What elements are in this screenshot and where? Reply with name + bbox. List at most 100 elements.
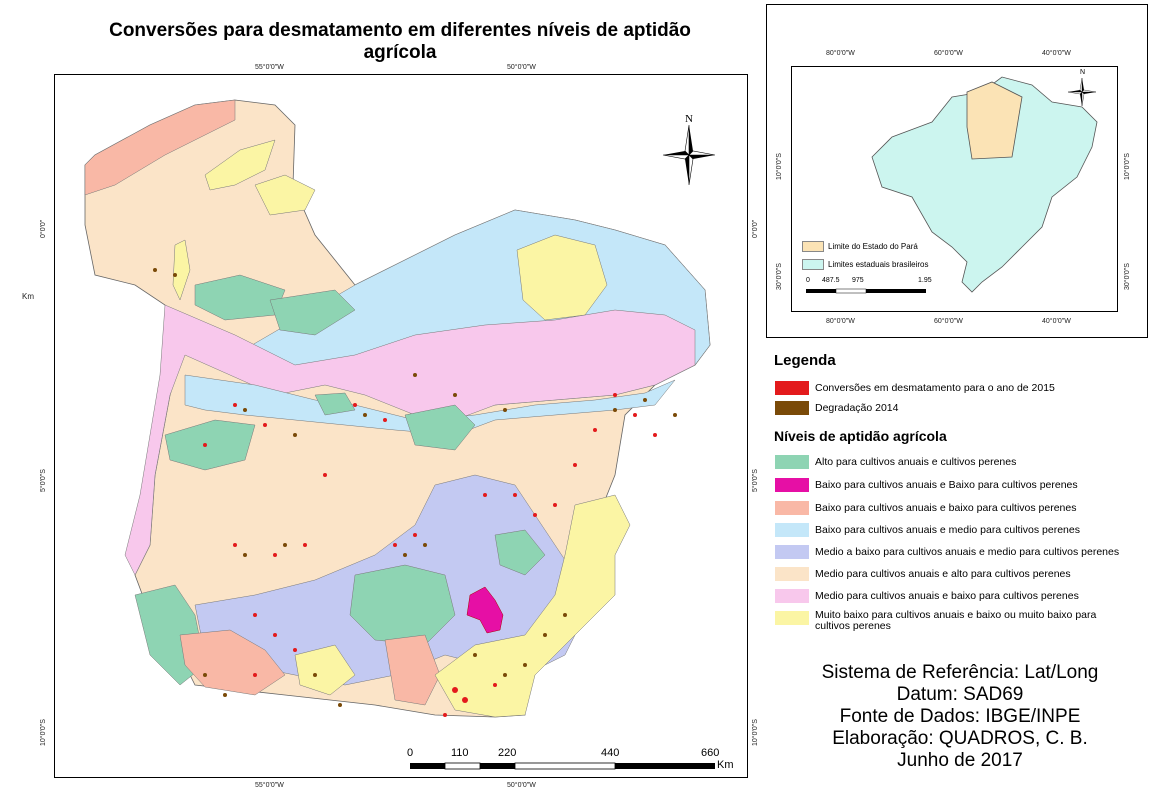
legend-label-class-0: Alto para cultivos anuais e cultivos per… [815,456,1017,468]
legend-label-class-4: Medio a baixo para cultivos anuais e med… [815,546,1120,558]
legend-swatch-class-2 [775,501,809,515]
legend-class-1: Baixo para cultivos anuais e Baixo para … [775,477,1078,493]
info-datum: Datum: SAD69 [896,684,1024,705]
legend-label-deforestation: Conversões em desmatamento para o ano de… [815,382,1055,394]
inset-legend-label-brazil: Limites estaduais brasileiros [828,260,929,269]
legend-title: Legenda [774,352,836,369]
legend-subtitle: Níveis de aptidão agrícola [774,428,947,444]
legend-swatch-class-0 [775,455,809,469]
region-alto-mid3 [314,392,356,416]
legend-class-3: Baixo para cultivos anuais e medio para … [775,522,1080,538]
degradation-points [153,268,677,707]
scale-bar [410,762,715,770]
info-date: Junho de 2017 [897,750,1023,771]
legend-class-2: Baixo para cultivos anuais e baixo para … [775,500,1077,516]
region-baixo-medio-mid [184,374,676,436]
para-map [84,99,716,770]
region-baixo-baixo-nw [84,99,236,196]
inset-top-tick-80w: 80°0'0"W [826,50,855,57]
para-state [966,81,1023,160]
main-right-tick-0: 0°0'0" [752,219,759,238]
info-data-source: Fonte de Dados: IBGE/INPE [839,706,1081,727]
map-title: Conversões para desmatamento em diferent… [40,20,760,64]
legend-swatch-class-6 [775,589,809,603]
region-baixo-baixo-s2 [384,634,441,706]
main-north-label: N [685,113,693,125]
main-top-tick-50w: 50°0'0"W [507,64,536,71]
legend-item-degradation: Degradação 2014 [775,400,898,416]
inset-legend-item-brazil: Limites estaduais brasileiros [802,259,929,270]
inset-scale-195: 1.95 [918,277,932,284]
inset-scale-975: 975 [852,277,864,284]
region-alto-n2 [269,289,356,336]
legend-swatch-class-3 [775,523,809,537]
region-muito-baixo-s [294,644,356,696]
legend-swatch-class-7 [775,611,809,625]
inset-north-label: N [1080,69,1086,76]
main-scale-660: 660 [701,747,720,759]
inset-legend-swatch-para [802,241,824,252]
legend-label-class-7-line2: cultivos perenes [815,620,891,632]
info-author: Elaboração: QUADROS, C. B. [832,728,1088,749]
region-alto-s1 [349,564,456,646]
inset-top-tick-40w: 40°0'0"W [1042,50,1071,57]
main-km-label: Km [22,292,34,301]
legend-label-class-6: Medio para cultivos anuais e baixo para … [815,590,1079,602]
legend-class-4: Medio a baixo para cultivos anuais e med… [775,544,1119,560]
region-baixo-baixo-s1 [179,629,286,696]
legend-class-7: Muito baixo para cultivos anuais e baixo… [775,610,1096,636]
region-baixo-baixo-magenta [466,586,504,634]
legend-label-class-3: Baixo para cultivos anuais e medio para … [815,524,1080,536]
main-top-tick-55w: 55°0'0"W [255,64,284,71]
title-line-2: agrícola [363,42,437,63]
legend-label-class-5: Medio para cultivos anuais e alto para c… [815,568,1071,580]
main-left-tick-0: 0°0'0" [40,219,47,238]
info-reference-system: Sistema de Referência: Lat/Long [821,662,1099,683]
legend-label-class-7-line1: Muito baixo para cultivos anuais e baixo… [815,609,1097,621]
region-muito-baixo-n2 [172,239,191,301]
inset-right-tick-30s: 30°0'0"S [1124,263,1131,290]
region-muito-baixo-marajo [516,234,608,321]
inset-bottom-tick-40w: 40°0'0"W [1042,318,1071,325]
main-bottom-tick-55w: 55°0'0"W [255,782,284,789]
legend-label-class-7: Muito baixo para cultivos anuais e baixo… [815,610,1096,632]
north-arrow-icon [662,124,716,186]
inset-top-tick-60w: 60°0'0"W [934,50,963,57]
inset-scale-0: 0 [806,277,810,284]
title-line-1: Conversões para desmatamento em diferent… [109,20,691,41]
main-right-tick-10s: 10°0'0"S [752,719,759,746]
inset-scale-487: 487.5 [822,277,840,284]
legend-swatch-deforestation [775,381,809,395]
main-left-tick-5s: 5°0'0"S [40,469,47,492]
region-alto-s3 [494,529,546,576]
inset-scale-bar [806,288,926,294]
region-muito-baixo-n3 [254,174,316,216]
region-alto-mid2 [404,404,476,451]
region-muito-baixo-se [434,494,631,718]
legend-swatch-class-5 [775,567,809,581]
legend-swatch-class-4 [775,545,809,559]
inset-map-frame[interactable]: N Limite do Estado do Pará Limites estad… [791,66,1118,312]
main-scale-110: 110 [451,747,469,759]
main-scale-220: 220 [498,747,517,759]
main-left-tick-10s: 10°0'0"S [40,719,47,746]
main-scale-unit: Km [717,759,734,771]
inset-bottom-tick-80w: 80°0'0"W [826,318,855,325]
inset-legend-label-para: Limite do Estado do Pará [828,242,918,251]
main-scale-0: 0 [407,747,414,759]
inset-legend-swatch-brazil [802,259,824,270]
legend-class-0: Alto para cultivos anuais e cultivos per… [775,454,1016,470]
main-scale-440: 440 [601,747,620,759]
deforestation-points [203,393,657,717]
inset-left-tick-10s: 10°0'0"S [776,153,783,180]
legend-class-6: Medio para cultivos anuais e baixo para … [775,588,1079,604]
map-info: Sistema de Referência: Lat/Long Datum: S… [770,662,1150,772]
legend-class-5: Medio para cultivos anuais e alto para c… [775,566,1071,582]
inset-north-arrow-icon [1067,77,1097,107]
inset-left-tick-30s: 30°0'0"S [776,263,783,290]
legend-item-deforestation: Conversões em desmatamento para o ano de… [775,380,1055,396]
legend-label-class-1: Baixo para cultivos anuais e Baixo para … [815,479,1078,491]
main-bottom-tick-50w: 50°0'0"W [507,782,536,789]
main-map-frame[interactable]: N 0 110 220 440 660 Km [54,74,748,778]
brazil-map [806,76,1098,294]
